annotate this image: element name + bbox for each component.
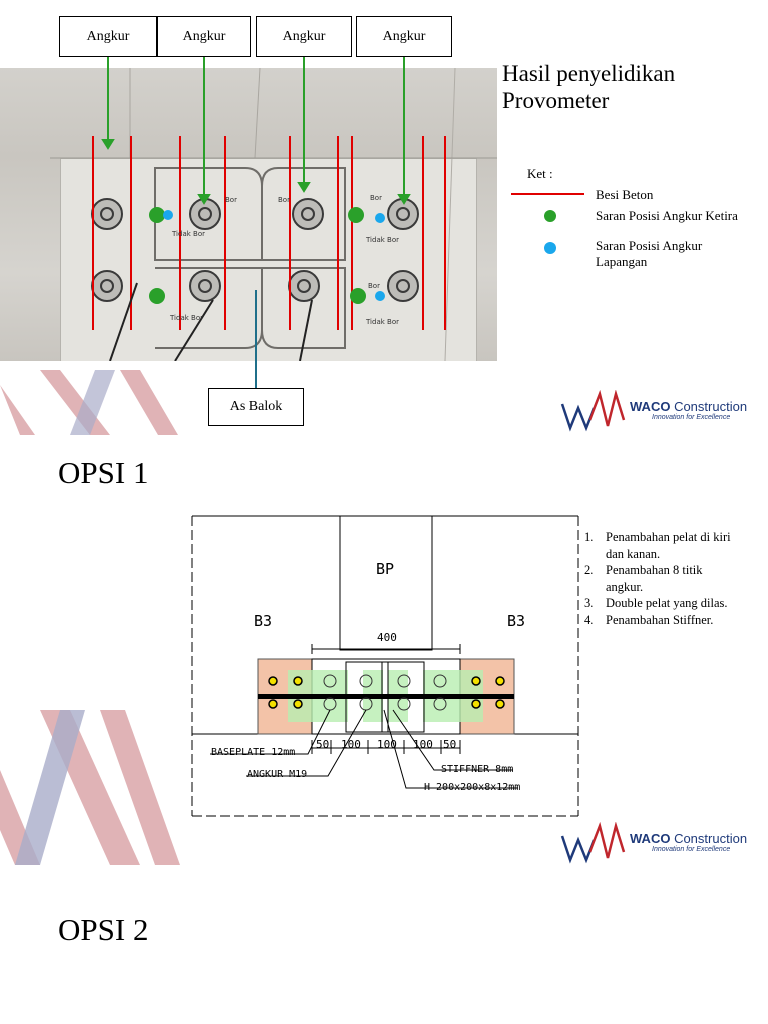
dim-400-label: 400 [377, 631, 397, 644]
slide-title: Hasil penyelidikan Provometer [502, 61, 676, 113]
handwritten-label: Tidak Bor [169, 314, 203, 322]
opsi-1-heading: OPSI 1 [58, 455, 149, 490]
photo-overlay: Tidak Bor Tidak Bor Tidak Bor Tidak Bor … [50, 68, 497, 361]
waco-mark-icon [560, 822, 626, 864]
b3-left-label: B3 [254, 612, 273, 630]
legend-symbols [511, 193, 584, 254]
bolt-icons [91, 198, 419, 302]
ghost-logo-1 [0, 370, 178, 435]
handwritten-label: Tidak Bor [365, 236, 399, 244]
dim-100-b: 100 [377, 738, 397, 751]
as-balok-callout: As Balok [208, 388, 304, 426]
as-balok-line [255, 290, 257, 388]
waco-mark-icon [560, 390, 626, 432]
handwritten-label: Tidak Bor [365, 318, 399, 326]
handwritten-label: Bor [225, 196, 237, 204]
angkur-callout-2: Angkur [157, 16, 251, 57]
dim-50-right: 50 [443, 738, 457, 751]
opsi-1-drawing [191, 515, 579, 817]
dim-100-a: 100 [341, 738, 361, 751]
angkur-callout-3: Angkur [256, 16, 352, 57]
legend-besi-beton: Besi Beton [596, 187, 654, 202]
handwritten-label: Bor [278, 196, 290, 204]
legend-angkur-lapangan: Saran Posisi Angkur Lapangan [596, 238, 703, 269]
ghost-logo-2 [0, 710, 180, 865]
legend-angkur-ketira: Saran Posisi Angkur Ketira [596, 208, 738, 223]
note-item: 4.Penambahan Stiffner. [584, 612, 714, 627]
b3-right-label: B3 [507, 612, 526, 630]
suggested-anchor-dots [149, 207, 385, 304]
provometer-photo: Tidak Bor Tidak Bor Tidak Bor Tidak Bor … [0, 68, 497, 361]
green-dot-icon [544, 210, 556, 222]
angkur-callout-1: Angkur [59, 16, 157, 57]
waco-logo: WACO Construction Innovation for Excelle… [560, 822, 760, 864]
dim-50-left: 50 [316, 738, 330, 751]
handwritten-label: Tidak Bor [171, 230, 205, 238]
handwritten-label: Bor [368, 282, 380, 290]
legend-title: Ket : [527, 166, 553, 181]
blue-dot-icon [544, 242, 556, 254]
h-section-label: H 200x200x8x12mm [424, 782, 521, 793]
handwritten-label: Bor [370, 194, 382, 202]
bp-label: BP [376, 560, 395, 578]
callout-arrows [101, 57, 411, 205]
angkur-callout-4: Angkur [356, 16, 452, 57]
waco-logo: WACO Construction Innovation for Excelle… [560, 390, 760, 432]
baseplate-label: BASEPLATE 12mm [211, 747, 296, 758]
angkur-m19-label: ANGKUR M19 [247, 769, 308, 780]
dim-100-c: 100 [413, 738, 433, 751]
note-item: 3.Double pelat yang dilas. [584, 596, 728, 611]
stiffner-label: STIFFNER 8mm [441, 764, 514, 775]
opsi-2-heading: OPSI 2 [58, 912, 149, 947]
